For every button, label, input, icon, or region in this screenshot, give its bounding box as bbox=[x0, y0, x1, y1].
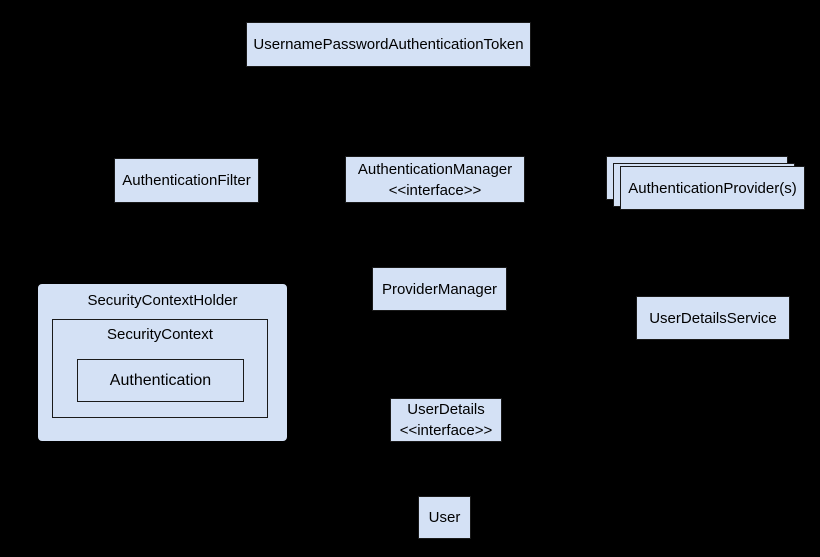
node-authentication-manager[interactable]: AuthenticationManager <<interface>> bbox=[345, 156, 525, 203]
node-user-details[interactable]: UserDetails <<interface>> bbox=[390, 398, 502, 442]
node-user[interactable]: User bbox=[418, 496, 471, 539]
node-username-password-authentication-token[interactable]: UsernamePasswordAuthenticationToken bbox=[246, 22, 531, 67]
node-label: UserDetails bbox=[407, 401, 485, 418]
node-label: Authentication bbox=[109, 371, 212, 389]
node-stereotype: <<interface>> bbox=[388, 181, 482, 199]
node-authentication-filter[interactable]: AuthenticationFilter bbox=[114, 158, 259, 203]
node-label: AuthenticationFilter bbox=[122, 172, 251, 189]
node-label: UsernamePasswordAuthenticationToken bbox=[253, 36, 524, 53]
node-security-context-holder[interactable]: SecurityContextHolder SecurityContext Au… bbox=[38, 284, 287, 441]
node-authentication-providers[interactable]: AuthenticationProvider(s) bbox=[606, 156, 806, 212]
node-label: ProviderManager bbox=[381, 280, 498, 298]
node-label: AuthenticationManager bbox=[357, 160, 513, 178]
security-context-holder-label: SecurityContextHolder bbox=[87, 292, 238, 309]
node-provider-manager[interactable]: ProviderManager bbox=[372, 267, 507, 311]
node-label: AuthenticationProvider(s) bbox=[628, 179, 797, 197]
stack-layer-front[interactable]: AuthenticationProvider(s) bbox=[620, 166, 805, 210]
node-authentication[interactable]: Authentication bbox=[77, 359, 244, 402]
security-context-label: SecurityContext bbox=[107, 326, 213, 343]
node-security-context[interactable]: SecurityContext Authentication bbox=[52, 319, 268, 418]
node-label: UserDetailsService bbox=[649, 309, 777, 327]
node-label: User bbox=[428, 509, 461, 526]
node-user-details-service[interactable]: UserDetailsService bbox=[636, 296, 790, 340]
node-stereotype: <<interface>> bbox=[399, 422, 493, 439]
